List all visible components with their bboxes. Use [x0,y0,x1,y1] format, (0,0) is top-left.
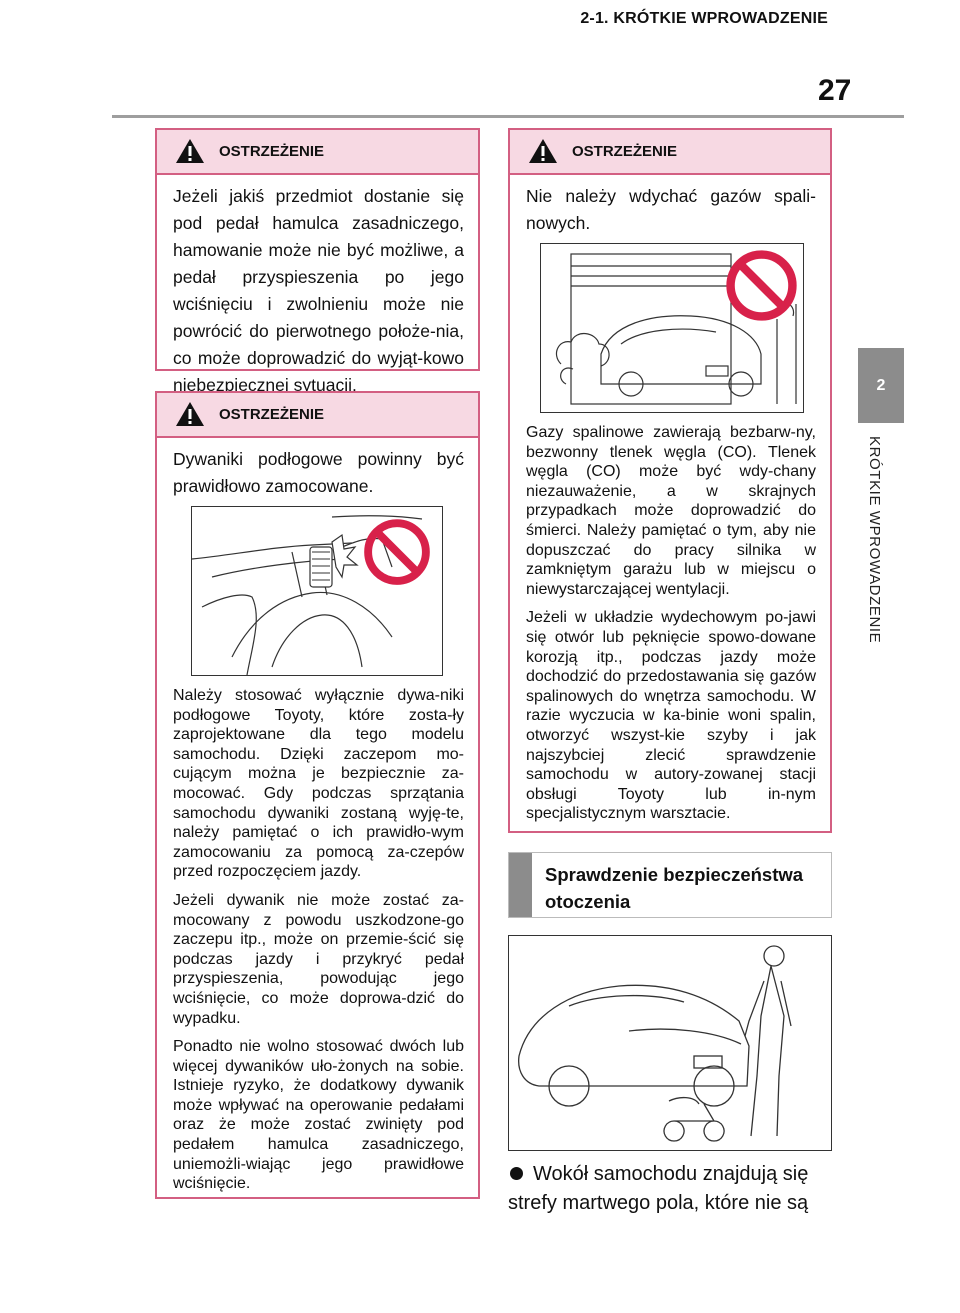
warning-triangle-icon [176,402,204,426]
bullet-list-item: Wokół samochodu znajdują się strefy mart… [508,1160,838,1218]
bullet-dot-icon [510,1167,523,1181]
page-number: 27 [818,74,852,107]
warning-paragraph: Należy stosować wyłącznie dywa-niki podł… [173,687,464,881]
section-heading: Sprawdzenie bezpieczeństwa otoczenia [508,852,832,918]
chapter-tab[interactable]: 2 [858,348,904,423]
prohibition-sign-icon [364,519,430,585]
warning-paragraph: Jeżeli w układzie wydechowym po-jawi się… [526,609,816,823]
warning-text: Jeżeli jakiś przedmiot dostanie się pod … [173,186,464,395]
warning-title: OSTRZEŻENIE [572,143,678,160]
header-title: 2-1. KRÓTKIE WPROWADZENIE [580,10,828,27]
warning-box-floor-mats: OSTRZEŻENIE Dywaniki podłogowe powinny b… [155,391,480,1199]
warning-box-brake-pedal: OSTRZEŻENIE Jeżeli jakiś przedmiot dosta… [155,128,480,395]
garage-drawing [556,253,797,405]
blind-spot-illustration [508,935,832,1151]
warning-triangle-icon [176,139,204,163]
car-and-person-drawing [518,945,792,1142]
warning-lead: Nie należy wdychać gazów spali-nowych. [526,186,816,233]
warning-title: OSTRZEŻENIE [219,406,325,423]
warning-lead: Dywaniki podłogowe powinny być prawidłow… [173,449,464,496]
header-rule [112,115,904,118]
warning-header: OSTRZEŻENIE [510,130,830,175]
warning-triangle-icon [529,139,557,163]
prohibition-sign-icon [726,250,797,321]
warning-box-exhaust: OSTRZEŻENIE Nie należy wdychać gazów spa… [508,128,832,833]
warning-paragraph: Jeżeli dywanik nie może zostać za-mocowa… [173,891,464,1027]
section-title: Sprawdzenie bezpieczeństwa otoczenia [545,864,804,912]
warning-paragraph: Gazy spalinowe zawierają bezbarw-ny, bez… [526,424,816,598]
warning-title: OSTRZEŻENIE [219,143,325,160]
floor-mat-drawing [191,515,423,676]
warning-header: OSTRZEŻENIE [157,393,478,438]
floor-mat-illustration [191,506,443,676]
section-bar [509,853,532,917]
warning-header: OSTRZEŻENIE [157,130,478,175]
bullet-text: Wokół samochodu znajdują się strefy mart… [508,1163,809,1214]
warning-paragraph: Ponadto nie wolno stosować dwóch lub wię… [173,1038,464,1193]
chapter-side-label: KRÓTKIE WPROWADZENIE [866,436,883,644]
garage-illustration [540,243,804,413]
